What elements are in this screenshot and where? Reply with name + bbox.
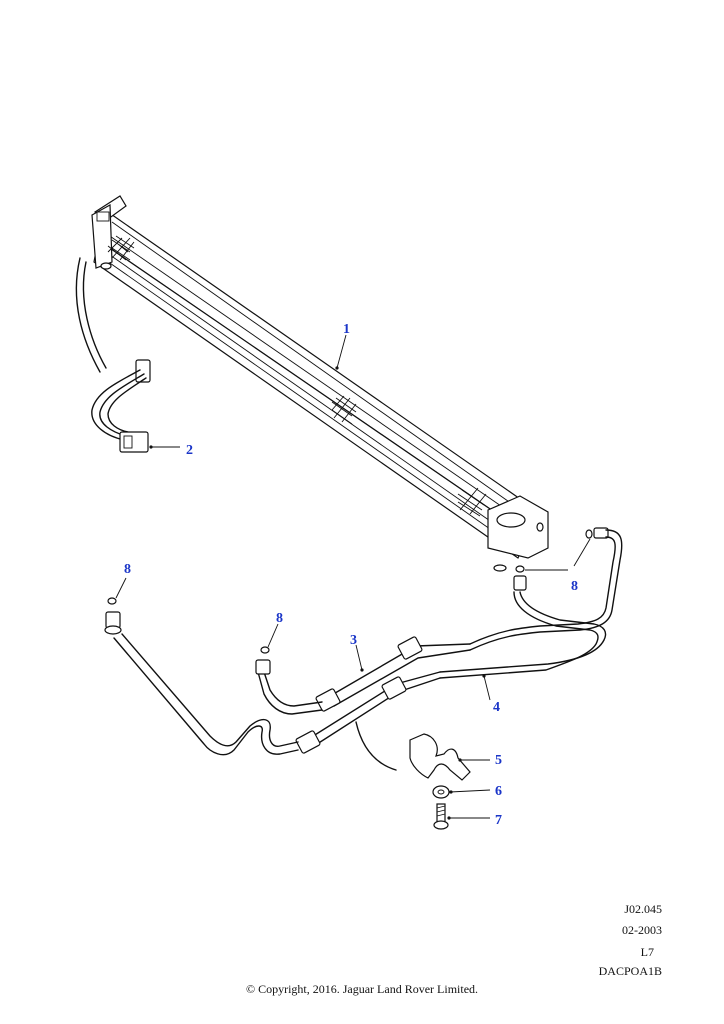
callout-5[interactable]: 5 [495, 753, 502, 768]
bolt-part-7 [433, 803, 490, 830]
washer-part-6 [432, 785, 491, 799]
callout-3[interactable]: 3 [350, 633, 357, 648]
callout-7[interactable]: 7 [495, 813, 502, 828]
callout-2[interactable]: 2 [186, 443, 193, 458]
callout-4[interactable]: 4 [493, 700, 500, 715]
o-rings-part-8 [107, 529, 593, 654]
harness-connector-part-2 [75, 257, 180, 453]
callout-8-middle[interactable]: 8 [276, 611, 283, 626]
clamp-part-5 [355, 721, 490, 781]
figure-code: J02.045 [624, 902, 662, 916]
catalogue-code: DACPOA1B [598, 964, 662, 978]
callout-8-left[interactable]: 8 [124, 562, 131, 577]
leader-3 [355, 644, 363, 671]
fin-hatching [107, 235, 487, 517]
copyright-notice: © Copyright, 2016. Jaguar Land Rover Lim… [245, 982, 479, 996]
leader-4 [483, 675, 491, 701]
pipe-assembly-part-3-4 [104, 527, 623, 756]
oil-cooler-part-1 [91, 195, 549, 572]
callout-8-right[interactable]: 8 [571, 579, 578, 594]
leader-6 [449, 789, 491, 793]
figure-date: 02-2003 [622, 923, 662, 937]
figure-level: L7 [640, 945, 654, 959]
callout-6[interactable]: 6 [495, 784, 502, 799]
leader-1 [336, 334, 347, 369]
callout-1[interactable]: 1 [343, 322, 350, 337]
